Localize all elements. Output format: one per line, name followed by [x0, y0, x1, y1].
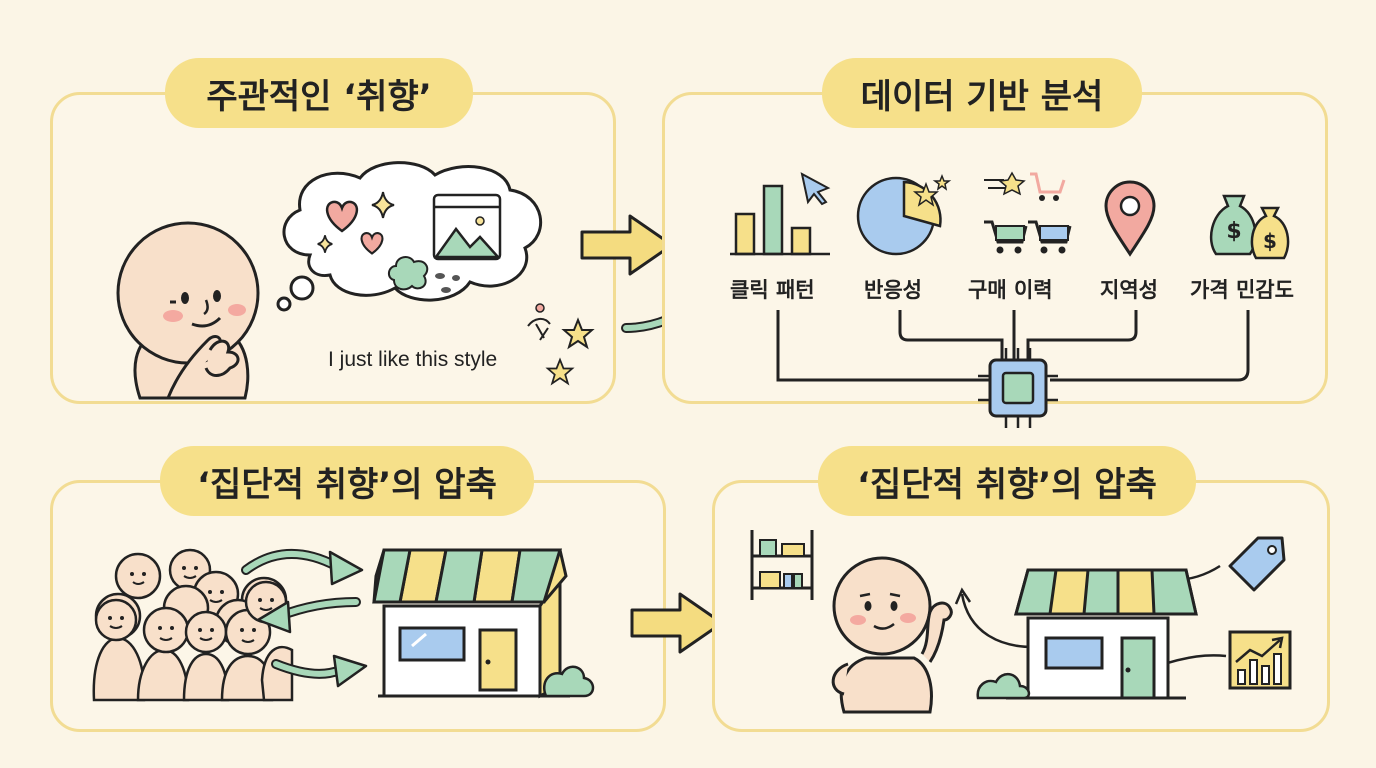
panel-title-collective-left: ‘집단적 취향’의 압축: [160, 446, 534, 516]
connector-lines: [776, 310, 1250, 382]
caption-just-like-this-style: I just like this style: [328, 348, 498, 371]
star-icon: [545, 357, 575, 386]
thinking-person: [831, 556, 953, 714]
sparkle-icon: [317, 235, 333, 253]
factor-label-price-sensitivity: 가격 민감도: [1190, 278, 1294, 302]
shelf-icon: [750, 530, 814, 600]
arrows-exchange-icon: [241, 548, 368, 688]
dots-icon: [435, 273, 460, 293]
factor-label-responsiveness: 반응성: [864, 278, 922, 302]
bar-chart-icon: [730, 172, 831, 256]
pie-chart-icon: [856, 173, 952, 256]
star-icon: [561, 317, 595, 350]
panel-title-data-analysis: 데이터 기반 분석: [822, 58, 1142, 128]
storefront-icon: [976, 568, 1198, 700]
heart-icon: [360, 232, 384, 255]
sparkle-icon: [371, 191, 395, 219]
cloud-blob-icon: [388, 256, 429, 291]
money-bag-icon: $ $: [1209, 194, 1290, 260]
factor-label-click-pattern: 클릭 패턴: [730, 278, 815, 302]
processor-chip-icon: [978, 348, 1058, 428]
growth-chart-icon: [1228, 630, 1292, 690]
thinking-person: [116, 221, 260, 400]
location-pin-icon: [1104, 180, 1156, 257]
sketch-doodle-icon: [527, 303, 551, 341]
price-tag-icon: [1228, 536, 1286, 592]
image-window-icon: [432, 193, 502, 261]
arrow-right-icon: [580, 214, 674, 276]
svg-text:$: $: [1226, 219, 1241, 244]
svg-text:$: $: [1263, 229, 1277, 253]
panel-title-subjective: 주관적인 ‘취향’: [165, 58, 473, 128]
storefront-icon: [372, 548, 595, 699]
panel-title-collective-right: ‘집단적 취향’의 압축: [818, 446, 1196, 516]
factor-label-purchase-history: 구매 이력: [968, 278, 1053, 302]
shopping-cart-icon: [984, 171, 1072, 254]
crowd-of-people: [92, 548, 294, 702]
arrow-right-icon: [630, 592, 724, 654]
heart-icon: [325, 200, 359, 233]
factor-label-locality: 지역성: [1100, 278, 1158, 302]
